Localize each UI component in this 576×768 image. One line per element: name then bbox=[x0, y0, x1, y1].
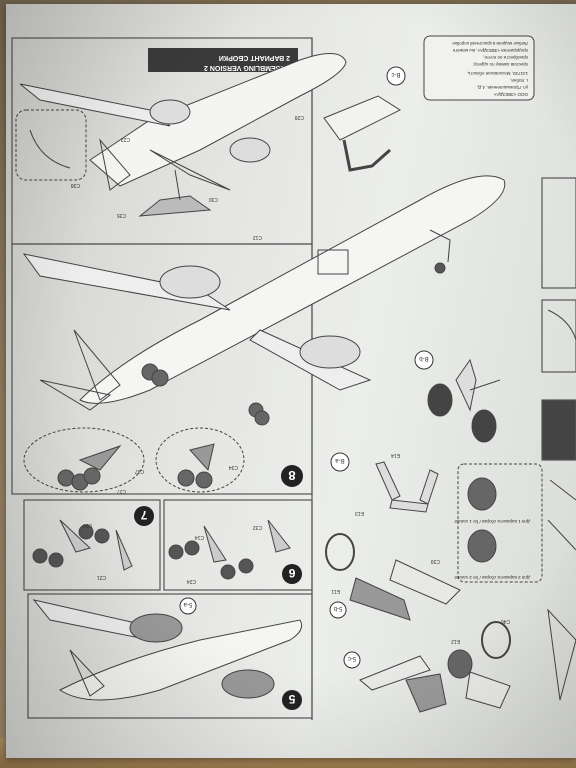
svg-text:В-b: В-b bbox=[419, 355, 429, 361]
part-label-4: C28 bbox=[295, 114, 304, 120]
part-label-0: С38 bbox=[71, 182, 80, 188]
svg-text:5-c: 5-c bbox=[348, 655, 356, 661]
callout-5-c: 5-c bbox=[343, 651, 361, 669]
panel-step-7 bbox=[23, 499, 161, 591]
svg-text:7: 7 bbox=[140, 508, 147, 522]
header-plate: 2 ВАРИАНТ СБОРКИ ASSEMBLING VERSION 2 bbox=[148, 48, 298, 72]
step-number-7: 7 bbox=[134, 506, 154, 526]
address-line-0: Любые модели в красочной коробке bbox=[452, 41, 528, 47]
header-plate-line2: ASSEMBLING VERSION 2 bbox=[204, 64, 290, 71]
svg-text:В-с: В-с bbox=[392, 71, 401, 77]
callout-b-c: В-с bbox=[386, 66, 406, 86]
address-line-5: г. Лобня, bbox=[510, 78, 528, 83]
part-label-2: С22 bbox=[121, 136, 130, 142]
callout-5-a: 5-a bbox=[179, 597, 197, 615]
callout-b-a: В-а bbox=[330, 452, 350, 472]
address-box: Любые модели в красочной коробке предпри… bbox=[423, 35, 535, 101]
engine-exploded-drawing bbox=[325, 533, 511, 713]
address-line-1: предприятия «ЗВЕЗДА», вы можете bbox=[452, 48, 528, 53]
svg-text:8: 8 bbox=[288, 468, 295, 483]
part-label-7: С34 bbox=[229, 464, 238, 470]
step5-aircraft-drawing bbox=[32, 599, 303, 701]
address-line-6: ул. Промышленная, 4 Д, bbox=[477, 85, 528, 90]
variant-note-1: Для 1 варианта сборки / for 1 variant bbox=[454, 519, 530, 524]
detail-b-a-drawing bbox=[375, 461, 439, 513]
address-line-3: прислав заявку по адресу: bbox=[473, 62, 528, 67]
detail-b-b-drawing bbox=[427, 358, 501, 443]
step-number-5: 5 bbox=[282, 690, 302, 710]
part-label-15: C24 bbox=[187, 578, 196, 584]
detail-b-c-drawing bbox=[323, 95, 402, 172]
aircraft-main-drawing bbox=[22, 175, 506, 426]
part-label-14: C21 bbox=[97, 574, 106, 580]
part-label-12: C39 bbox=[431, 558, 440, 564]
part-label-19: С12 bbox=[253, 234, 262, 240]
address-line-7: ООО «ЗВЕЗДА» bbox=[493, 92, 528, 97]
step7-6-drawing bbox=[32, 519, 291, 580]
part-label-18: E12 bbox=[451, 638, 460, 644]
part-label-8: E13 bbox=[355, 510, 364, 516]
svg-text:5-b: 5-b bbox=[333, 605, 342, 611]
part-label-17: C14 bbox=[195, 534, 204, 540]
part-label-5: С37 bbox=[135, 468, 144, 474]
svg-text:5: 5 bbox=[288, 692, 295, 706]
header-plate-line1: 2 ВАРИАНТ СБОРКИ bbox=[219, 54, 290, 61]
part-label-13: C20 bbox=[83, 522, 92, 528]
part-label-9: E14 bbox=[391, 452, 400, 458]
part-label-10: E11 bbox=[331, 588, 340, 594]
svg-text:6: 6 bbox=[288, 566, 295, 580]
step-number-8: 8 bbox=[281, 465, 303, 487]
step8-gears-drawing bbox=[23, 427, 245, 493]
variant-wheels-drawing bbox=[457, 463, 543, 583]
right-strip-drawing bbox=[547, 309, 576, 701]
address-line-2: приобрести по почте, bbox=[483, 55, 528, 60]
part-label-3: С35 bbox=[117, 212, 126, 218]
part-label-6: С27 bbox=[117, 488, 126, 494]
callout-b-b: В-b bbox=[414, 350, 434, 370]
part-label-16: C32 bbox=[253, 524, 262, 530]
part-label-11: C40 bbox=[501, 618, 510, 624]
step-number-6: 6 bbox=[282, 564, 302, 584]
aircraft-top-drawing bbox=[15, 53, 347, 217]
address-line-4: 141730, Московская область, bbox=[467, 71, 528, 76]
part-label-1: С30 bbox=[209, 196, 218, 202]
svg-text:В-а: В-а bbox=[335, 457, 345, 463]
svg-text:5-a: 5-a bbox=[183, 601, 192, 607]
callout-5-b: 5-b bbox=[329, 601, 347, 619]
variant-note-2: Для 2 варианта сборки / for 2 variant bbox=[454, 575, 530, 580]
